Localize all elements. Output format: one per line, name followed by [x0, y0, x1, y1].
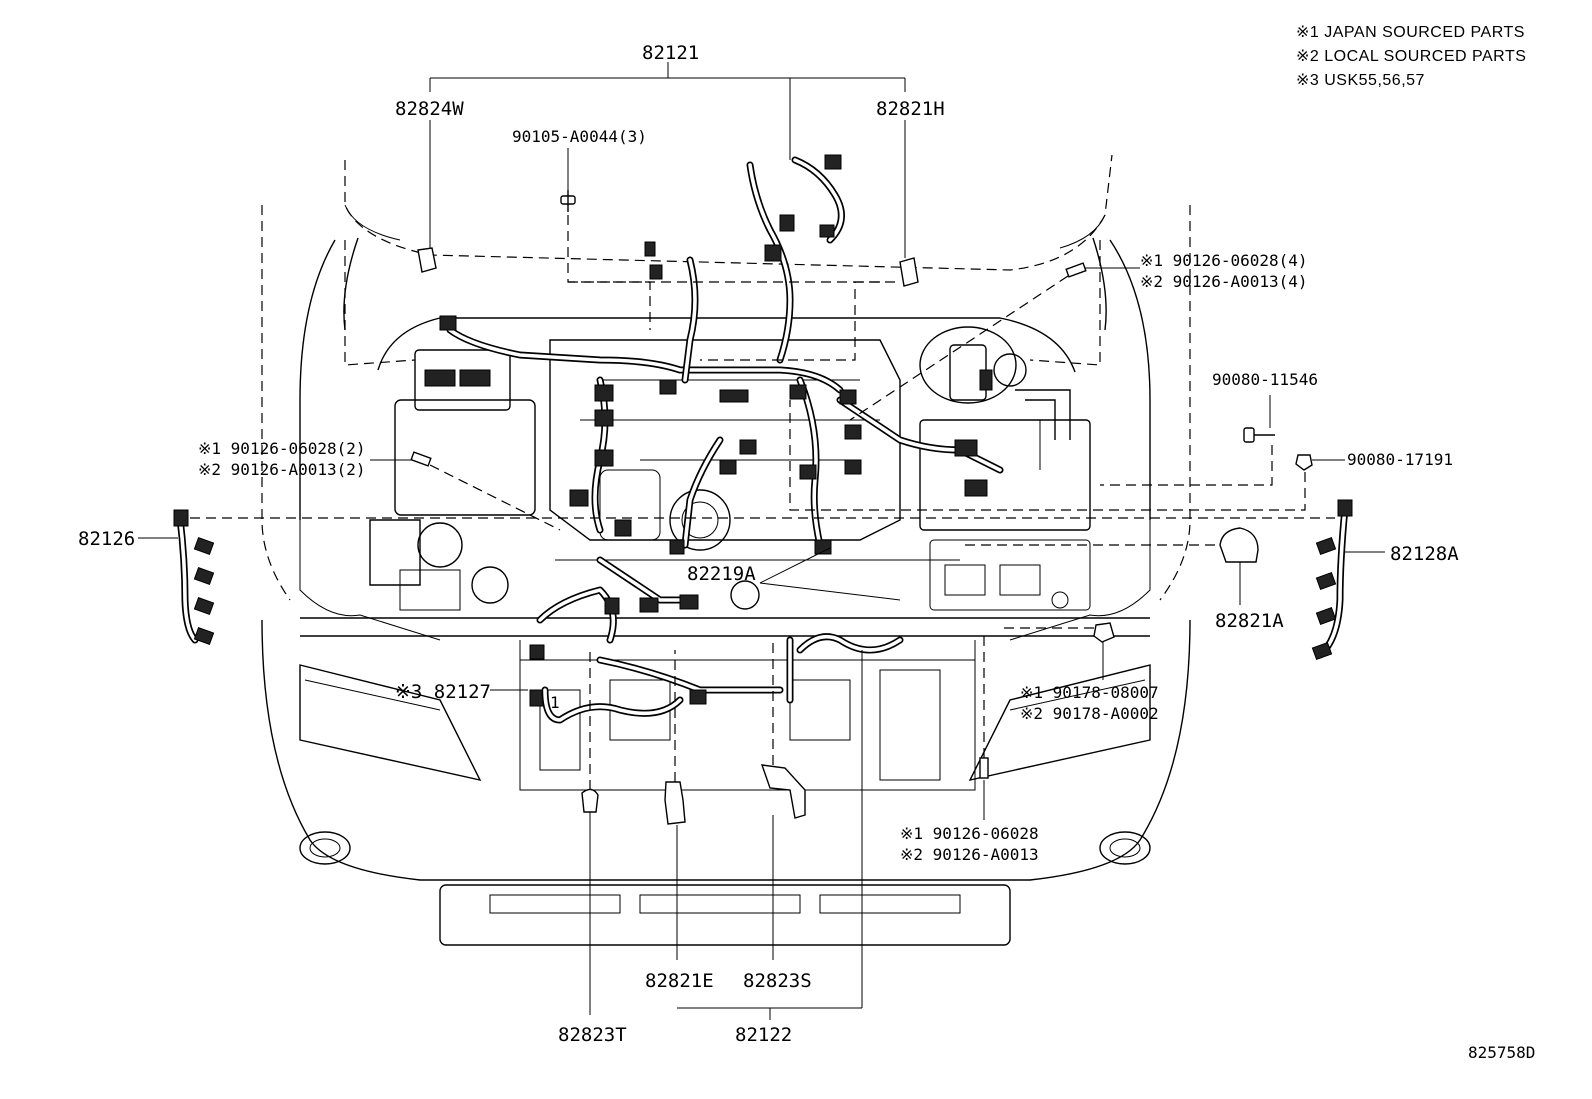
label-90126-A0013: ※2 90126-A0013 — [900, 845, 1039, 864]
label-90080-17191: 90080-17191 — [1347, 450, 1453, 469]
label-90126-06028-4: ※1 90126-06028(4) — [1140, 251, 1308, 270]
label-90178-08007: ※1 90178-08007 — [1020, 683, 1159, 702]
footnote-1: ※1 JAPAN SOURCED PARTS — [1296, 24, 1525, 41]
fastener-parts — [410, 190, 1313, 825]
label-82821A: 82821A — [1215, 610, 1284, 632]
label-90126-06028: ※1 90126-06028 — [900, 824, 1039, 843]
label-82219A: 82219A — [687, 563, 756, 585]
label-90126-A0013-2: ※2 90126-A0013(2) — [198, 460, 366, 479]
label-90105-A0044: 90105-A0044(3) — [512, 127, 647, 146]
label-90126-06028-2: ※1 90126-06028(2) — [198, 439, 366, 458]
label-82128A: 82128A — [1390, 543, 1459, 565]
label-82126: 82126 — [78, 528, 135, 550]
part-labels: 82121 82824W 82821H 90105-A0044(3) ※1 90… — [78, 42, 1535, 1062]
diagram-id: 825758D — [1468, 1043, 1535, 1062]
harness-connectors — [439, 154, 993, 707]
harness-82128A — [1311, 499, 1353, 661]
harness-82127 — [541, 686, 684, 724]
label-82122: 82122 — [735, 1024, 792, 1046]
vehicle-body-outline — [261, 154, 1191, 946]
label-82127: ※3 82127 — [395, 681, 491, 703]
engine-harness-82121 — [446, 156, 1004, 644]
label-90178-A0002: ※2 90178-A0002 — [1020, 704, 1159, 723]
label-90080-11546: 90080-11546 — [1212, 370, 1318, 389]
footnote-3: ※3 USK55,56,57 — [1296, 72, 1425, 89]
label-90126-A0013-4: ※2 90126-A0013(4) — [1140, 272, 1308, 291]
leader-lines — [138, 62, 1385, 1020]
label-82823S: 82823S — [743, 970, 812, 992]
label-82823T: 82823T — [558, 1024, 627, 1046]
engine-room-harness-82122 — [596, 633, 904, 704]
label-82121: 82121 — [642, 42, 699, 64]
connector-pin-number: 1 — [550, 693, 560, 712]
harness-82126 — [173, 509, 215, 646]
footnote-2: ※2 LOCAL SOURCED PARTS — [1296, 48, 1526, 65]
label-82821E: 82821E — [645, 970, 714, 992]
label-82821H: 82821H — [876, 98, 945, 120]
label-82824W: 82824W — [395, 98, 464, 120]
footnotes: ※1 JAPAN SOURCED PARTS ※2 LOCAL SOURCED … — [1296, 24, 1526, 89]
